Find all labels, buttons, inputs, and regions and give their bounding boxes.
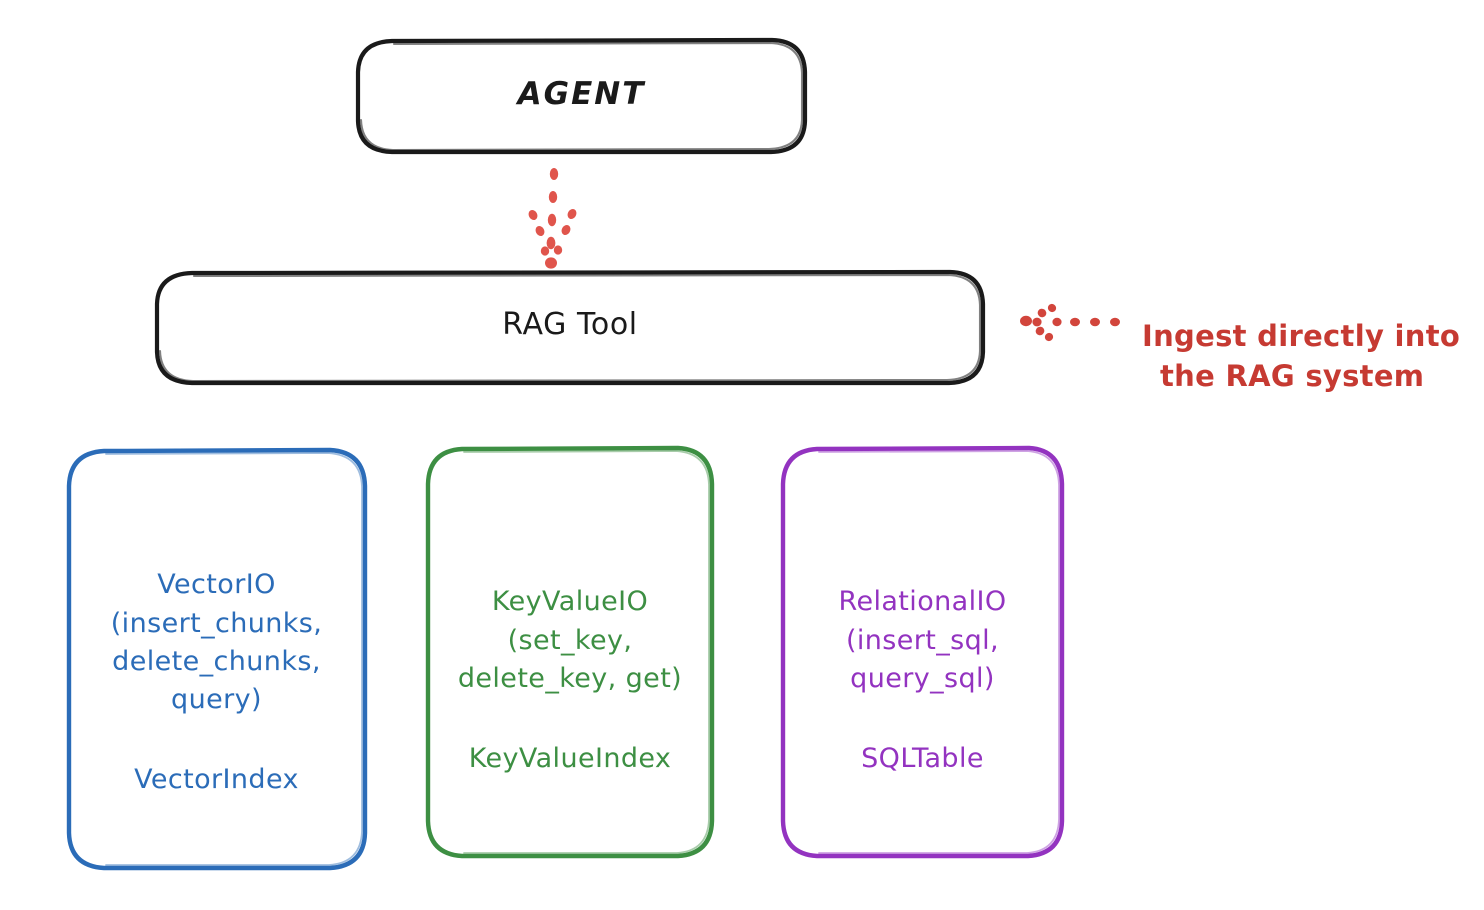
- ingest-annotation-line-2: the RAG system: [1160, 359, 1425, 394]
- key-value-io-text-block: KeyValueIO (set_key, delete_key, get) Ke…: [428, 545, 712, 817]
- key-value-io-box[interactable]: [425, 445, 715, 859]
- ingest-to-rag-dotted-arrow: [1020, 303, 1120, 342]
- rag-tool-box[interactable]: [154, 269, 986, 386]
- key-value-index-label: KeyValueIndex: [468, 743, 672, 775]
- rag-tool-box-outline: [154, 269, 986, 386]
- relational-io-api-label: RelationalIO (insert_sql, query_sql): [838, 586, 1007, 694]
- vector-io-box-sketch-stroke: [105, 452, 363, 866]
- relational-io-box[interactable]: [780, 445, 1065, 859]
- rag-tool-label: RAG Tool: [502, 307, 638, 342]
- key-value-io-box-outline: [425, 445, 715, 859]
- vector-io-box[interactable]: [66, 447, 368, 871]
- relational-io-text-block: RelationalIO (insert_sql, query_sql) SQL…: [783, 545, 1062, 817]
- ingest-annotation-line-1: Ingest directly into: [1142, 319, 1461, 354]
- vector-io-box-outline: [66, 447, 368, 871]
- agent-to-rag-dotted-arrow: [528, 168, 577, 269]
- agent-box[interactable]: [355, 37, 808, 155]
- agent-box-sketch-stroke: [359, 41, 804, 152]
- vector-index-label: VectorIndex: [134, 764, 299, 796]
- ingest-annotation: Ingest directly into the RAG system: [1142, 276, 1472, 436]
- agent-box-outline: [355, 37, 808, 155]
- vector-io-text-block: VectorIO (insert_chunks, delete_chunks, …: [68, 528, 365, 838]
- relational-io-box-sketch-stroke: [818, 450, 1060, 854]
- key-value-io-box-sketch-stroke: [463, 450, 710, 854]
- rag-tool-box-sketch-stroke: [158, 273, 982, 383]
- key-value-io-api-label: KeyValueIO (set_key, delete_key, get): [457, 586, 683, 694]
- relational-io-box-outline: [780, 445, 1065, 859]
- agent-label: AGENT: [517, 76, 646, 112]
- vector-io-api-label: VectorIO (insert_chunks, delete_chunks, …: [110, 569, 323, 716]
- sql-table-label: SQLTable: [861, 743, 984, 775]
